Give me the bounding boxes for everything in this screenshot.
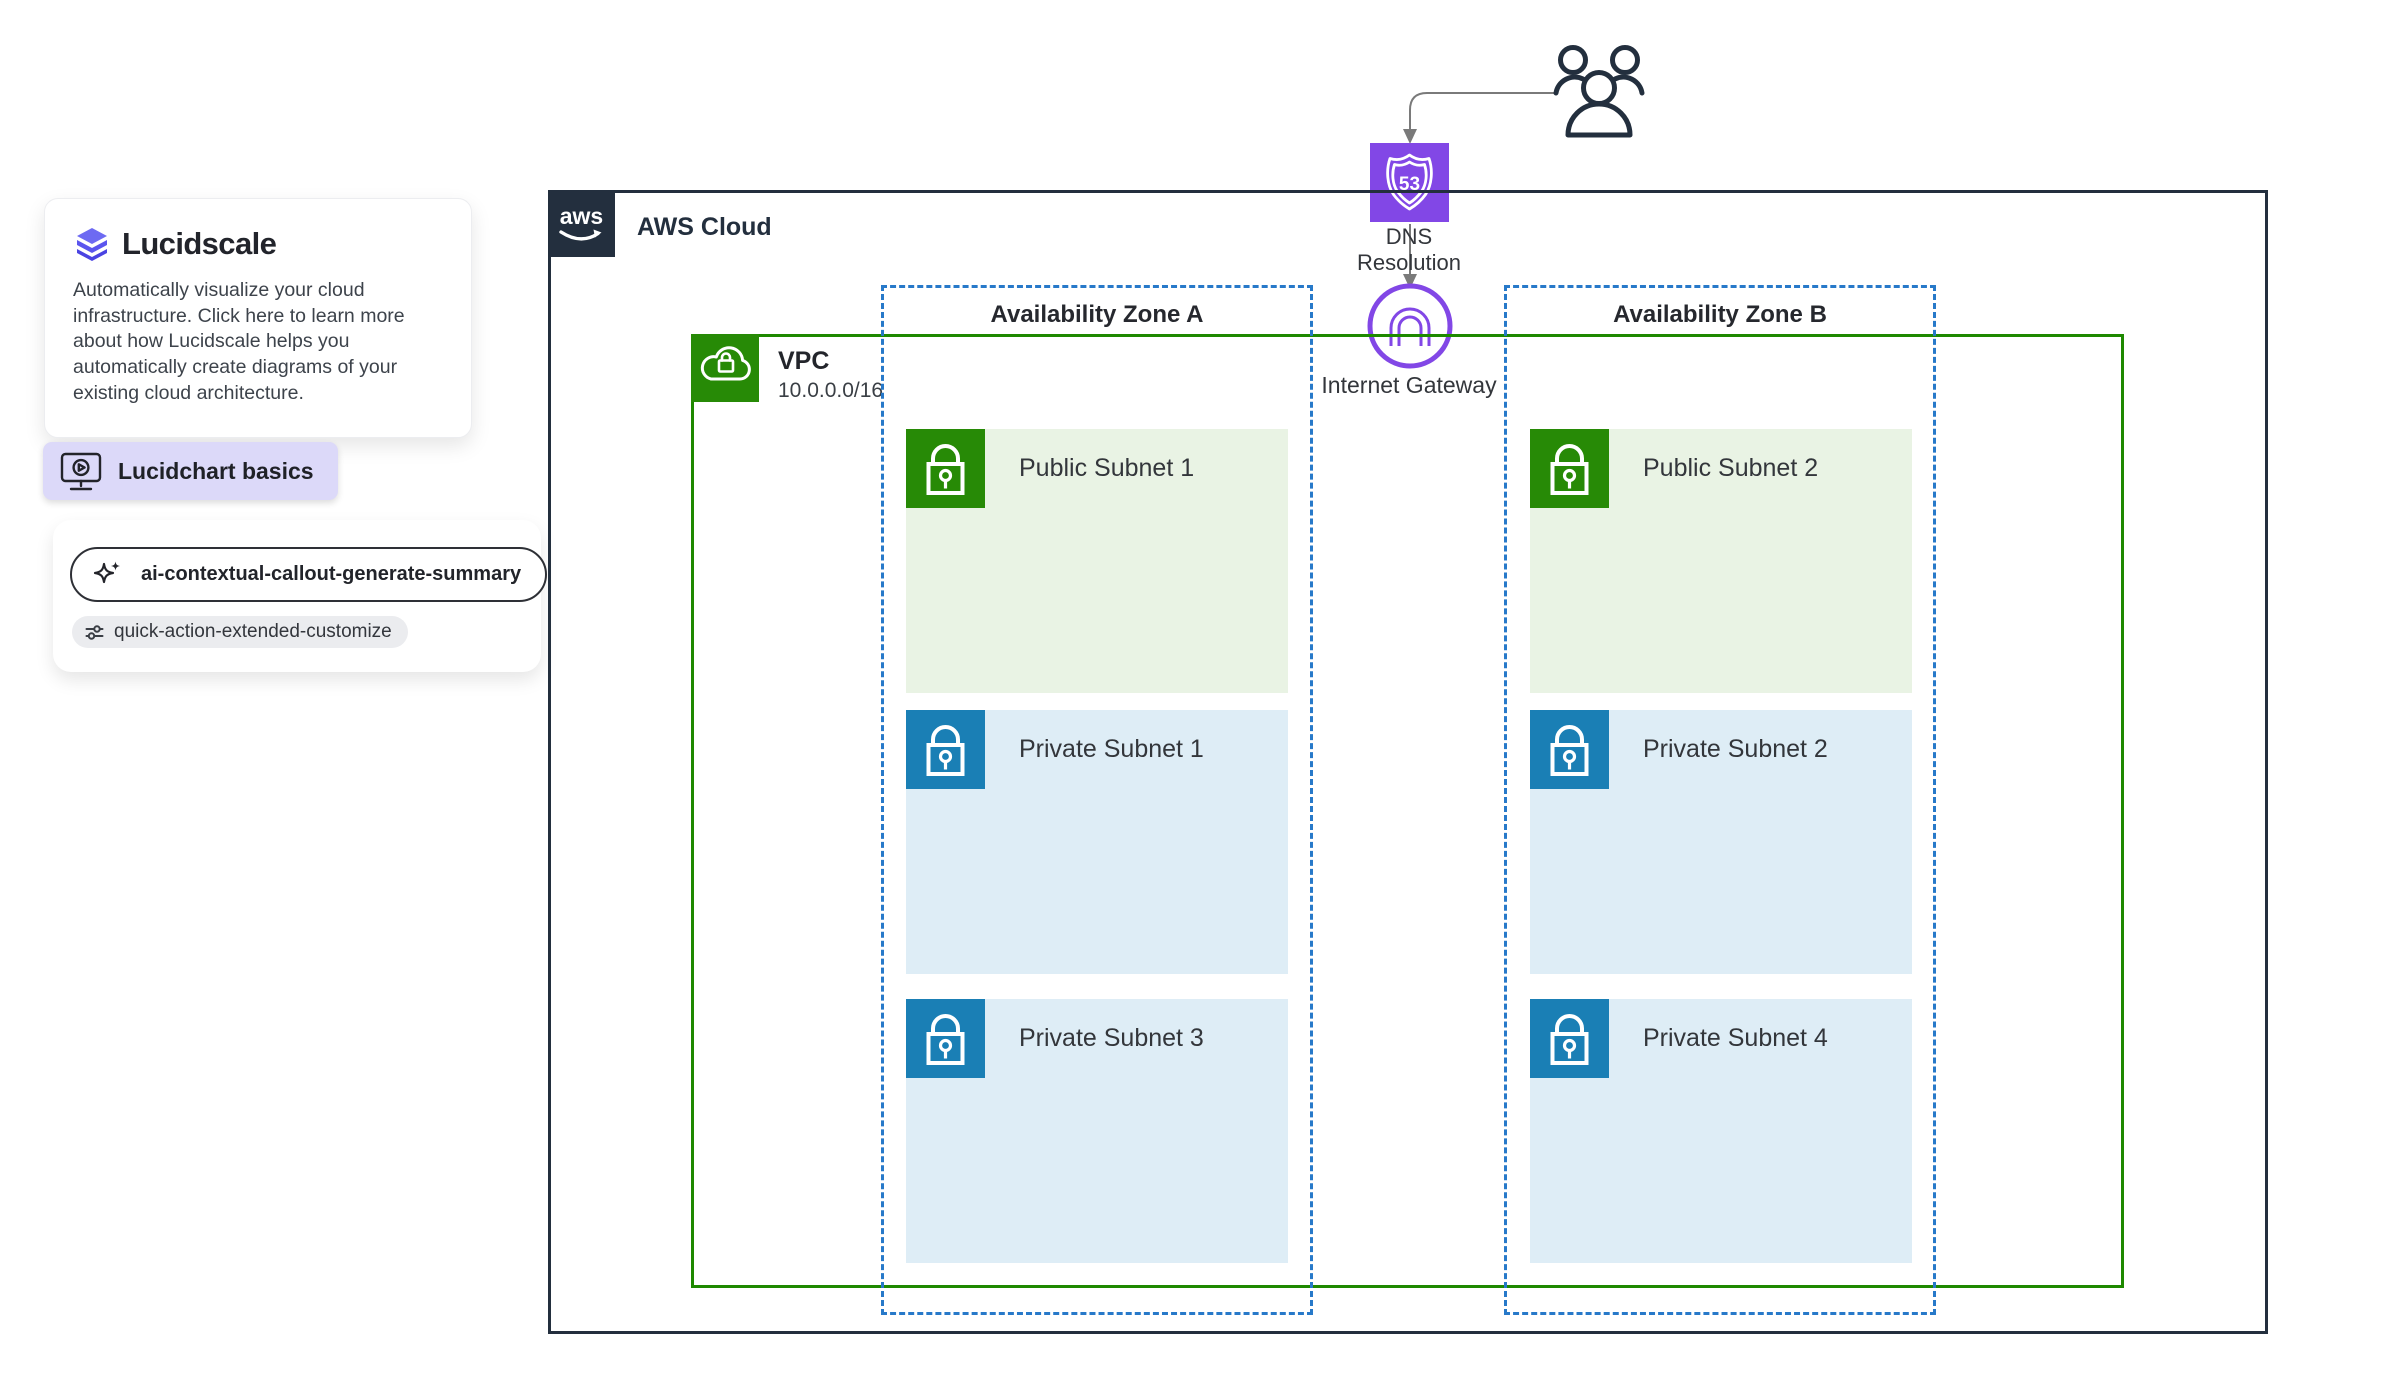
lucidscale-callout-card[interactable]: Lucidscale Automatically visualize your … [44, 198, 472, 438]
quick-action-customize-label: quick-action-extended-customize [114, 621, 392, 642]
subnet-label: Public Subnet 2 [1643, 454, 1819, 482]
subnet-label: Private Subnet 2 [1643, 735, 1828, 763]
aws-logo-icon: aws [548, 190, 615, 257]
padlock-icon [1530, 999, 1609, 1078]
ai-generate-summary-label: ai-contextual-callout-generate-summary [141, 563, 522, 585]
dns-resolution-label: DNS Resolution [1357, 224, 1461, 275]
subnet-label: Private Subnet 4 [1643, 1024, 1828, 1052]
route53-badge-number: 53 [1399, 174, 1420, 195]
aws-cloud-container[interactable]: aws AWS Cloud [548, 190, 2268, 1334]
subnet-label: Private Subnet 3 [1019, 1024, 1204, 1052]
padlock-icon [906, 999, 985, 1078]
subnet-label: Private Subnet 1 [1019, 735, 1204, 763]
route-53-shield-icon: 53 [1386, 153, 1433, 211]
lucidscale-brand-row: Lucidscale [73, 225, 443, 263]
padlock-icon [1530, 429, 1609, 508]
lucidchart-basics-button[interactable]: Lucidchart basics [43, 442, 338, 500]
users-shape[interactable] [1553, 44, 1645, 138]
sparkle-icon [90, 558, 124, 592]
lucidscale-description: Automatically visualize your cloud infra… [73, 279, 405, 404]
availability-zone-b-label: Availability Zone B [1613, 301, 1827, 328]
gateway-arch-icon [1367, 283, 1453, 369]
availability-zone-a-label: Availability Zone A [990, 301, 1204, 328]
padlock-icon [906, 429, 985, 508]
subnet-private-1[interactable]: Private Subnet 1 [906, 710, 1288, 974]
vpc-cloud-lock-icon [691, 334, 759, 402]
aws-logo-text: aws [560, 203, 603, 229]
internet-gateway-shape[interactable] [1364, 280, 1456, 372]
availability-zone-b[interactable]: Availability Zone B [1504, 285, 1936, 1315]
ai-actions-card: ai-contextual-callout-generate-summary q… [53, 520, 548, 672]
vpc-cidr: 10.0.0.0/16 [778, 379, 884, 402]
monitor-play-icon [59, 449, 103, 493]
subnet-private-3[interactable]: Private Subnet 3 [906, 999, 1288, 1263]
route53-shape[interactable]: 53 [1370, 143, 1449, 222]
aws-cloud-label: AWS Cloud [637, 213, 772, 241]
quick-action-customize-chip[interactable]: quick-action-extended-customize [72, 616, 408, 648]
lucidscale-logo-icon [73, 225, 111, 263]
padlock-icon [906, 710, 985, 789]
subnet-public-1[interactable]: Public Subnet 1 [906, 429, 1288, 693]
tune-sliders-icon [84, 622, 105, 643]
lucidscale-brand-name: Lucidscale [122, 226, 277, 261]
availability-zone-a[interactable]: Availability Zone A [881, 285, 1313, 1315]
vpc-label: VPC [778, 347, 830, 375]
subnet-private-4[interactable]: Private Subnet 4 [1530, 999, 1912, 1263]
subnet-label: Public Subnet 1 [1019, 454, 1195, 482]
vpc-container[interactable]: VPC 10.0.0.0/16 [691, 334, 2124, 1288]
users-group-icon [1553, 45, 1645, 138]
padlock-icon [1530, 710, 1609, 789]
subnet-public-2[interactable]: Public Subnet 2 [1530, 429, 1912, 693]
subnet-private-2[interactable]: Private Subnet 2 [1530, 710, 1912, 974]
internet-gateway-label: Internet Gateway [1321, 372, 1497, 398]
lucidchart-basics-label: Lucidchart basics [118, 457, 314, 484]
ai-generate-summary-button[interactable]: ai-contextual-callout-generate-summary [70, 547, 548, 602]
